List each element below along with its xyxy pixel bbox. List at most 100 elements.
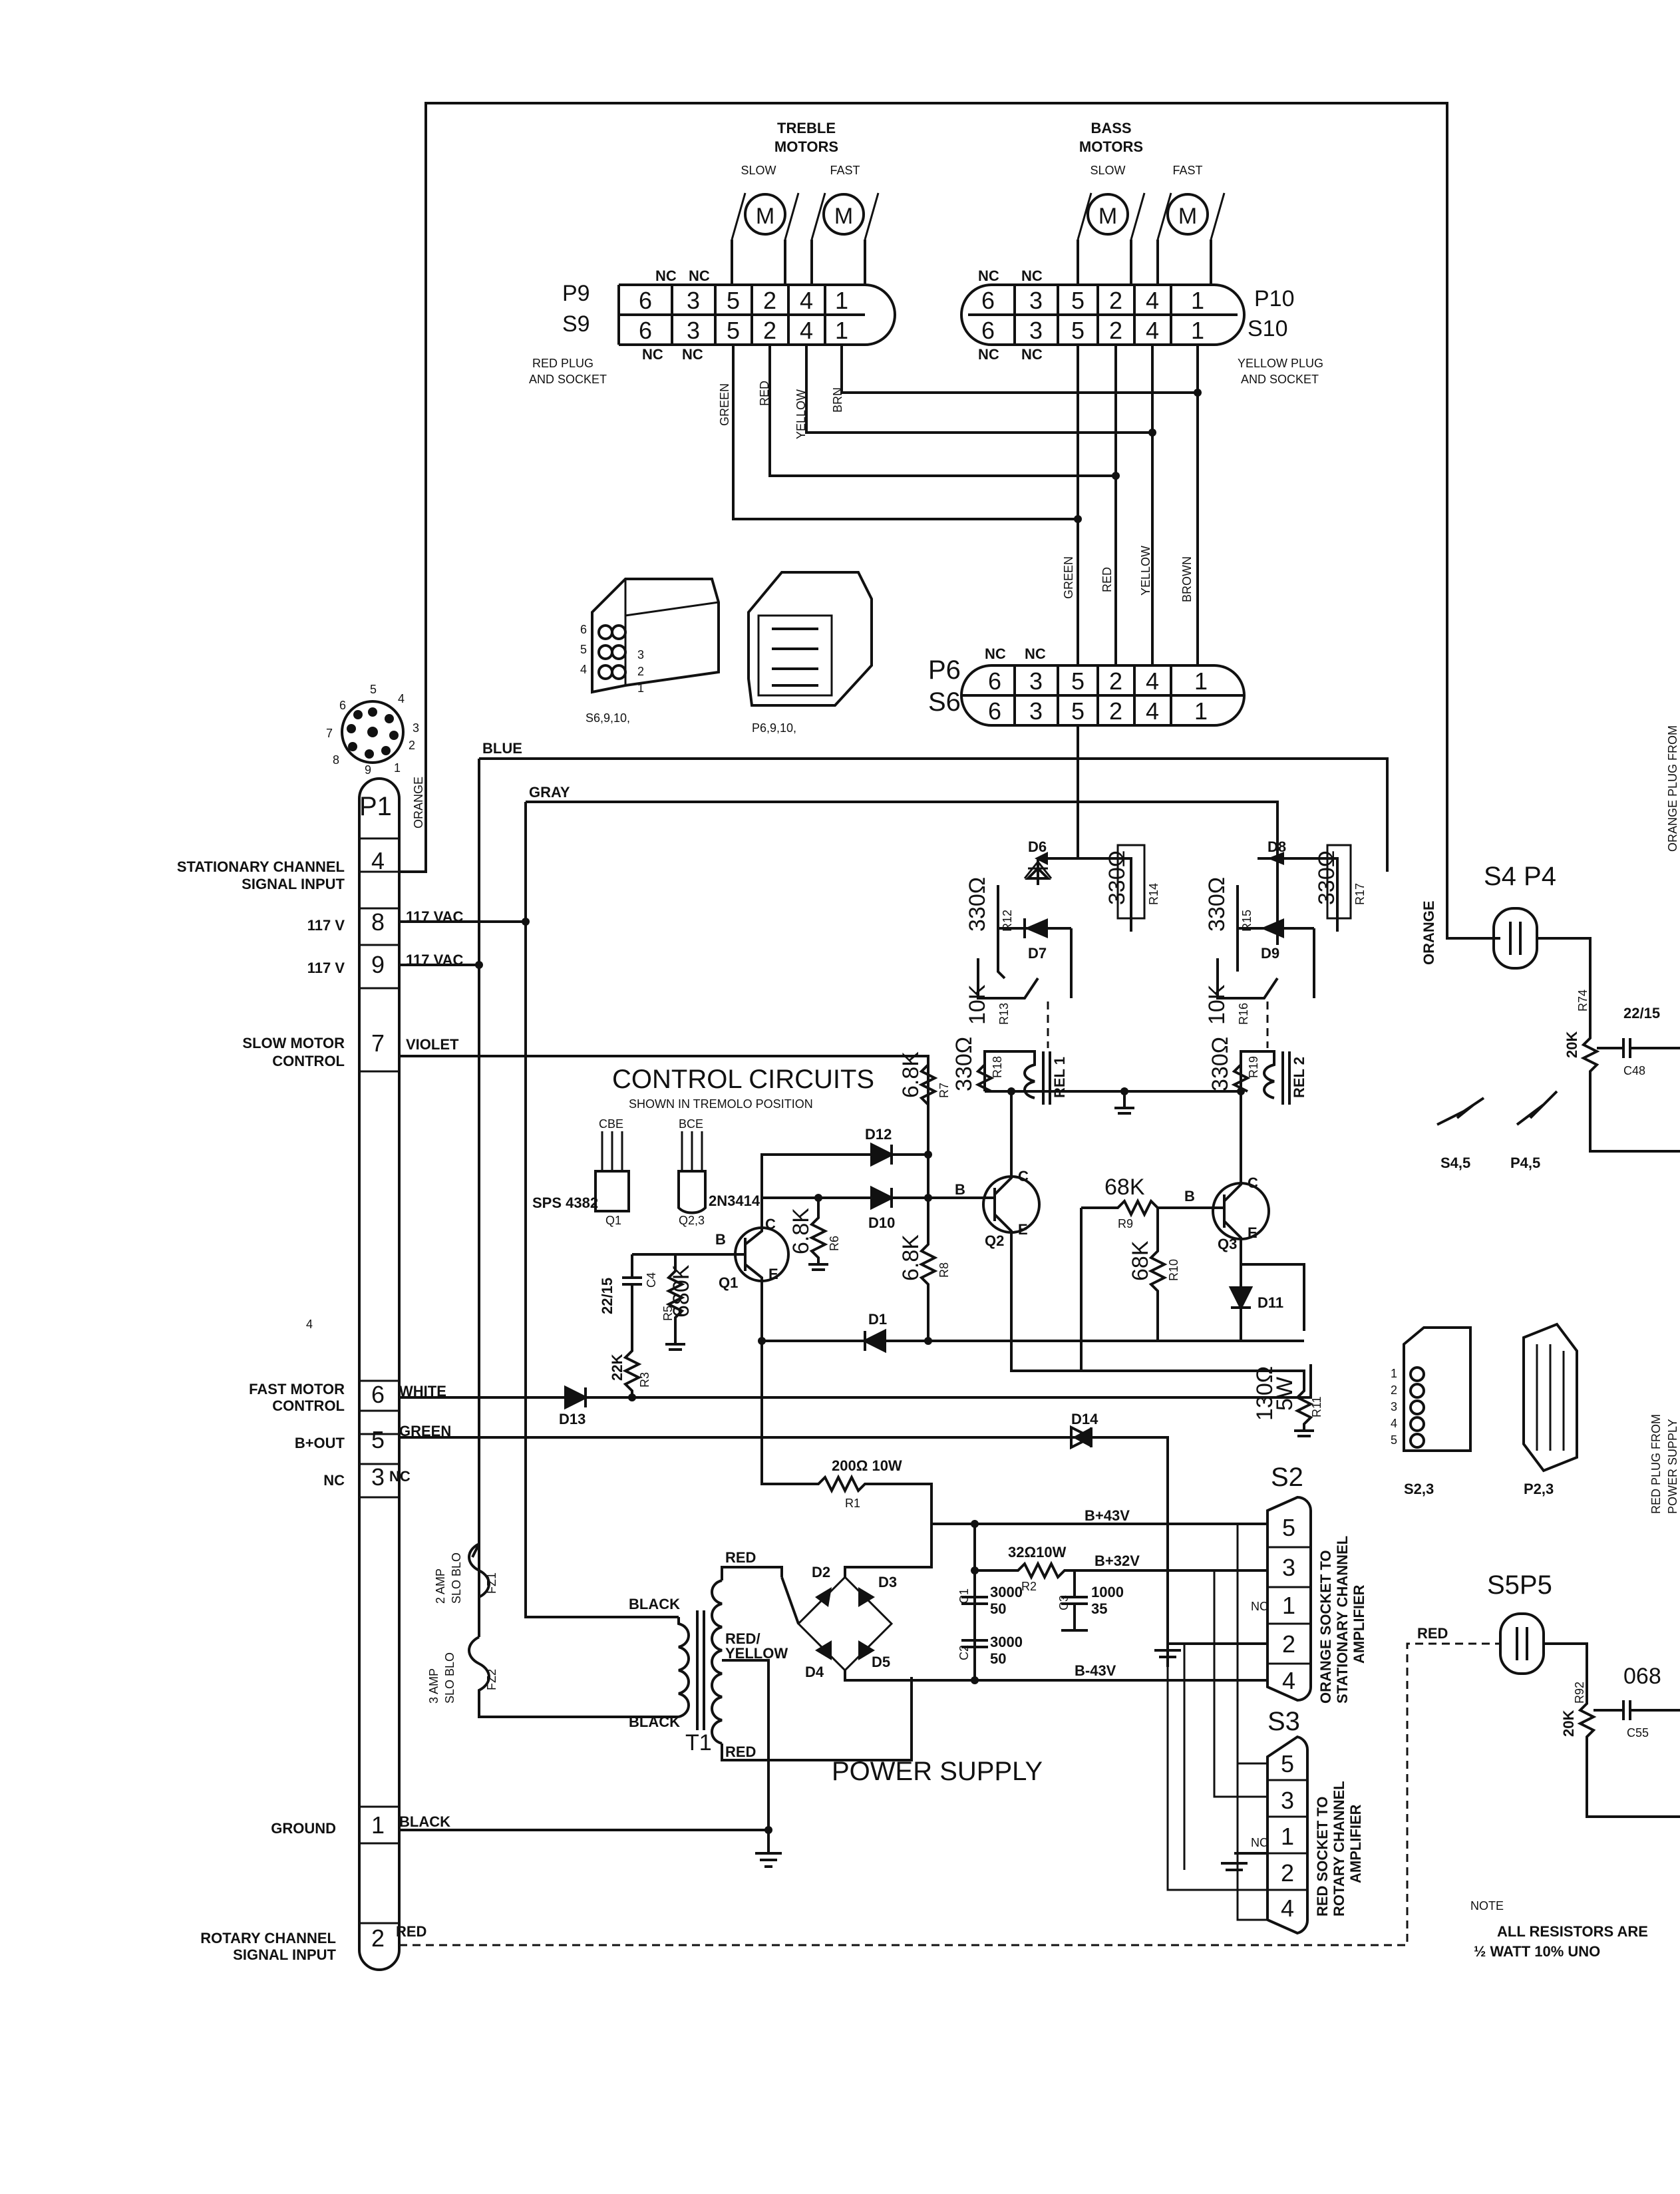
control-circuits: CONTROL CIRCUITS SHOWN IN TREMOLO POSITI… — [532, 725, 1367, 1450]
diode-label: D7 — [1028, 945, 1047, 962]
control-label: CONTROL — [272, 1053, 345, 1069]
resistor-value: 130Ω — [1252, 1366, 1277, 1421]
p10-s10-connector: NC NC 6 3 5 2 4 1 6 3 5 2 4 1 NC NC P10 … — [960, 268, 1323, 386]
pin-label: 3 — [637, 648, 644, 661]
resistor-label: R6 — [828, 1236, 841, 1251]
red-plug-label: RED PLUG — [532, 357, 593, 370]
transistor-label: Q1 — [719, 1274, 738, 1291]
bass-slow-label: SLOW — [1090, 164, 1125, 177]
pin-label: 3 — [1281, 1787, 1294, 1814]
plug-description: POWER SUPPLY — [1666, 1419, 1679, 1514]
connector-label: P2,3 — [1524, 1481, 1554, 1497]
yellow-plug-label: YELLOW PLUG — [1238, 357, 1323, 370]
brn-wire-label: BRN. — [831, 384, 844, 413]
nc-label: NC — [978, 346, 999, 363]
pin-label: 1 — [637, 681, 644, 695]
blue-wire-label: BLUE — [482, 740, 522, 757]
motor-symbol: M — [834, 204, 853, 229]
fuse-rating: 3 AMP — [427, 1668, 440, 1704]
green-wire-label: GREEN — [718, 383, 731, 426]
capacitor-label: C1 — [957, 1588, 971, 1604]
resistor-label: R2 — [1021, 1580, 1037, 1593]
p9-s9-connector: P9 S9 NC NC 6 3 5 2 4 1 6 3 5 2 4 1 NC N… — [529, 268, 896, 386]
p1-pin-7: 7 SLOW MOTOR CONTROL VIOLET — [242, 1029, 459, 1069]
green-wire-label: GREEN — [1062, 556, 1075, 599]
pin-label: 6 — [981, 287, 995, 314]
voltage-label: B-43V — [1075, 1662, 1116, 1679]
capacitor-value: 22/15 — [599, 1278, 615, 1314]
diode-label: D4 — [805, 1664, 824, 1680]
resistor-label: R3 — [638, 1372, 651, 1387]
resistor-value: 6.8K — [898, 1234, 924, 1281]
wire-color: RED — [725, 1549, 756, 1566]
pin-label: 4 — [371, 847, 385, 874]
wire-color: YELLOW — [725, 1645, 788, 1662]
fuse-label: FZ2 — [485, 1669, 498, 1690]
socket-description: ORANGE SOCKET TO — [1317, 1550, 1334, 1704]
pin-label: 6 — [339, 699, 346, 712]
resistor-label: R92 — [1573, 1682, 1586, 1704]
fuse-label: FZ1 — [485, 1572, 498, 1594]
pin-label: 5 — [1071, 697, 1085, 725]
bass-fast-motor — [1166, 193, 1209, 236]
nc-label: NC — [1021, 268, 1043, 284]
rotary-channel-label: ROTARY CHANNEL — [200, 1930, 336, 1946]
pin-label: 3 — [687, 317, 700, 344]
diode-label: D6 — [1028, 838, 1047, 855]
diode-label: D3 — [878, 1574, 897, 1590]
s9-label: S9 — [562, 311, 590, 337]
pin-label: C — [765, 1216, 776, 1232]
s6-label: S6 — [928, 687, 961, 717]
note-line-2: ½ WATT 10% UNO — [1474, 1943, 1600, 1960]
yellow-wire-label: YELLOW — [794, 389, 808, 439]
diode-label: D1 — [868, 1311, 887, 1328]
resistor-value: 680K — [669, 1264, 694, 1318]
pin-label: 4 — [1146, 287, 1159, 314]
diode-label: D12 — [865, 1126, 892, 1143]
nc-label: NC — [1025, 645, 1046, 662]
connector-label: S2,3 — [1404, 1481, 1434, 1497]
pin-label: 4 — [1281, 1895, 1294, 1922]
control-circuits-title: CONTROL CIRCUITS — [612, 1065, 874, 1094]
117v-label: 117 V — [307, 960, 345, 976]
diode-label: D2 — [812, 1564, 830, 1580]
q2-transistor — [982, 1175, 1041, 1234]
fast-motor-control-label: FAST MOTOR — [249, 1381, 345, 1397]
diode-label: D11 — [1258, 1294, 1283, 1311]
resistor-value: 330Ω — [1104, 850, 1130, 905]
socket-wiring — [1166, 1524, 1267, 1921]
motor-symbol: M — [756, 204, 774, 229]
bass-motors: BASS MOTORS SLOW FAST M M — [1077, 120, 1226, 240]
nc-label: NC — [689, 268, 710, 284]
p1-pin-4: 4 STATIONARY CHANNEL SIGNAL INPUT — [177, 847, 385, 892]
wire-color: RED — [1417, 1625, 1448, 1642]
pin-label: 9 — [365, 763, 371, 777]
pin-label: 1 — [1282, 1592, 1295, 1619]
resistor-value: 6.8K — [788, 1208, 814, 1254]
q1-package-icon — [594, 1170, 630, 1212]
capacitor-value: 068 — [1623, 1664, 1661, 1689]
pin-label: 5 — [727, 287, 740, 314]
stationary-channel-label: STATIONARY CHANNEL — [177, 858, 345, 875]
s3-label: S3 — [1267, 1707, 1300, 1736]
bass-fast-label: FAST — [1172, 164, 1202, 177]
p10-label: P10 — [1254, 286, 1295, 311]
capacitor-voltage: 50 — [990, 1600, 1006, 1617]
pinout-label: CBE — [599, 1117, 623, 1131]
diode-label: D13 — [559, 1411, 586, 1427]
pin-label: 2 — [1109, 697, 1122, 725]
resistor-note: NOTE ALL RESISTORS ARE ½ WATT 10% UNO — [1470, 1899, 1648, 1960]
treble-title: TREBLE — [777, 120, 836, 136]
pin-label: 4 — [800, 287, 813, 314]
pin-label: 1 — [1281, 1823, 1294, 1850]
pin-label: E — [768, 1266, 778, 1282]
resistor-label: R1 — [845, 1497, 860, 1510]
plug-description: ORANGE PLUG FROM — [1666, 725, 1679, 852]
pin-label: 3 — [413, 721, 419, 735]
capacitor-value: 3000 — [990, 1584, 1023, 1600]
connector-label: S4,5 — [1440, 1155, 1470, 1171]
p1-pin-2: 2 ROTARY CHANNEL SIGNAL INPUT RED — [200, 1923, 426, 1963]
p1-label: P1 — [359, 792, 392, 821]
octal-socket-icon: 5 4 3 2 1 9 8 7 6 — [326, 683, 419, 777]
pin-label: 2 — [763, 317, 776, 344]
